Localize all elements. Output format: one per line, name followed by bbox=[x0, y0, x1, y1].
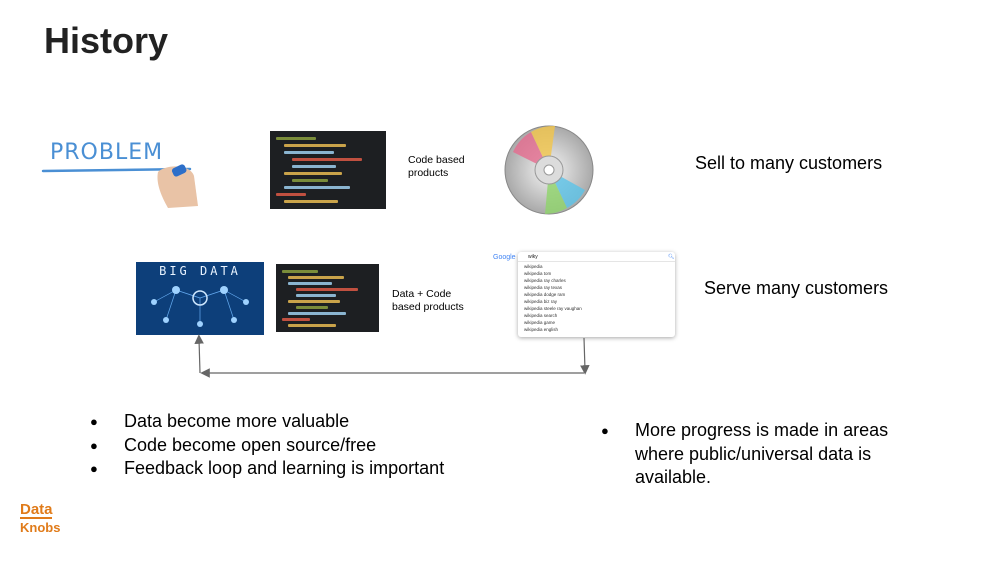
bigdata-text: BIG DATA bbox=[159, 264, 241, 278]
problem-illustration bbox=[41, 164, 198, 208]
cd-disc-icon bbox=[504, 125, 594, 215]
logo-line2: Knobs bbox=[20, 520, 61, 535]
code-products-label: Code based products bbox=[408, 154, 465, 179]
suggestion-item[interactable]: wikipedia dodge ram bbox=[524, 292, 566, 297]
dataknobs-logo: Data Knobs bbox=[20, 502, 80, 538]
suggestion-item[interactable]: wikipedia ray texas bbox=[524, 285, 563, 290]
suggestion-item[interactable]: wikipedia steele ray vaughan bbox=[524, 306, 582, 311]
cd-image bbox=[503, 124, 595, 216]
bullet-list-right: More progress is made in areas where pub… bbox=[601, 419, 921, 490]
code-screenshot-1 bbox=[270, 131, 386, 209]
bullet-item: Data become more valuable bbox=[90, 410, 520, 434]
data-code-products-label: Data + Code based products bbox=[392, 288, 464, 313]
suggestion-item[interactable]: wikipedia game bbox=[524, 320, 556, 325]
suggestion-item[interactable]: wikipedia english bbox=[524, 327, 559, 332]
search-icon: 🔍︎ bbox=[668, 254, 675, 260]
suggestion-item[interactable]: wikipedia search bbox=[524, 313, 558, 318]
logo-line1: Data bbox=[20, 501, 53, 518]
bullet-item: Code become open source/free bbox=[90, 434, 520, 458]
slide-title: History bbox=[44, 20, 169, 61]
google-search-screenshot: Google wiky 🔍︎ wikipedia wikipedia tom w… bbox=[492, 250, 676, 338]
bullet-item: More progress is made in areas where pub… bbox=[601, 419, 921, 490]
code-screenshot-2 bbox=[276, 264, 379, 332]
google-logo: Google bbox=[493, 254, 516, 261]
bullet-item: Feedback loop and learning is important bbox=[90, 457, 520, 481]
suggestion-item[interactable]: wikipedia tom bbox=[524, 271, 552, 276]
serve-outcome-text: Serve many customers bbox=[704, 278, 889, 298]
suggestion-item[interactable]: wikipedia biz ray bbox=[524, 299, 558, 304]
suggestion-item[interactable]: wikipedia bbox=[524, 264, 543, 269]
search-suggestion-box: wiky 🔍︎ wikipedia wikipedia tom wikipedi… bbox=[518, 252, 675, 337]
bullet-list-left: Data become more valuable Code become op… bbox=[90, 410, 520, 481]
suggestion-item[interactable]: wikipedia ray charles bbox=[524, 278, 566, 283]
sell-outcome-text: Sell to many customers bbox=[695, 153, 883, 173]
bigdata-image: BIG DATA bbox=[136, 262, 264, 335]
network-icon bbox=[151, 286, 249, 327]
problem-image: PROBLEM bbox=[40, 128, 200, 210]
problem-text: PROBLEM bbox=[50, 140, 164, 165]
search-query: wiky bbox=[528, 254, 538, 260]
